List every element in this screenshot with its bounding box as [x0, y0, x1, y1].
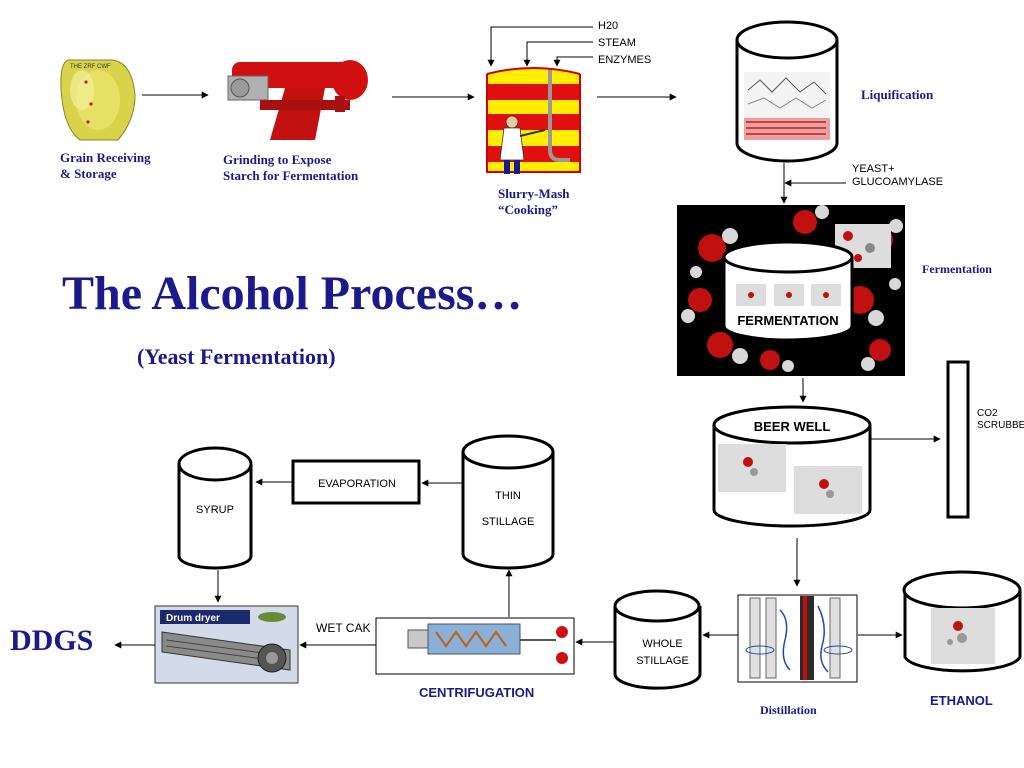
ethanol-label: ETHANOL: [930, 693, 993, 708]
arrow-enzymes-input: [553, 56, 593, 67]
fermentation-label: Fermentation: [922, 262, 992, 276]
arrow-h20-input: [487, 26, 593, 67]
evaporation-label: EVAPORATION: [318, 478, 396, 490]
steam-label: STEAM: [598, 37, 636, 49]
arrow-steam-input: [523, 41, 593, 67]
grinder-machine-image: [227, 60, 368, 140]
thin-stillage-label: THIN STILLAGE: [481, 490, 535, 528]
drum-dryer-image: Drum dryer: [154, 605, 299, 684]
wet-cake-label: WET CAK: [316, 621, 371, 635]
thin-stillage-tank: [461, 434, 555, 570]
evaporation-box: [291, 459, 421, 505]
grain-receiving-label: Grain Receiving & Storage: [60, 150, 151, 181]
co2-scrubber-label: CO2 SCRUBBE: [977, 408, 1024, 431]
grain-tag-text: THE ZRF CWF: [70, 64, 111, 70]
beer-well-label: BEER WELL: [753, 419, 831, 434]
grain-pile-image: THE ZRF CWF: [60, 59, 136, 141]
page-subtitle: (Yeast Fermentation): [137, 344, 336, 369]
whole-stillage-tank: [613, 589, 702, 690]
syrup-label: SYRUP: [196, 504, 234, 516]
beer-well-tank: [712, 405, 872, 528]
yeast-glucoamylase-label: YEAST+ GLUCOAMYLASE: [852, 163, 944, 188]
liquification-label: Liquification: [861, 87, 934, 102]
co2-scrubber-column: [946, 360, 970, 519]
slurry-mash-label: Slurry-Mash “Cooking”: [498, 186, 570, 217]
enzymes-label: ENZYMES: [598, 54, 652, 66]
cooking-vessel-image: [486, 67, 581, 174]
ddgs-label: DDGS: [10, 624, 94, 657]
distillation-image: [737, 594, 858, 683]
whole-stillage-label: WHOLE STILLAGE: [636, 638, 689, 667]
centrifugation-label: CENTRIFUGATION: [419, 685, 535, 700]
dryer-brand-text: Drum dryer: [166, 613, 220, 624]
fermentation-tank-label: FERMENTATION: [737, 313, 839, 328]
page-title: The Alcohol Process…: [62, 267, 523, 320]
ethanol-tank: [902, 570, 1022, 673]
fermentation-image: [677, 205, 905, 376]
h20-label: H20: [598, 20, 619, 32]
centrifuge-image: [375, 617, 575, 675]
grinding-label: Grinding to Expose Starch for Fermentati…: [223, 152, 359, 183]
syrup-tank: [177, 446, 253, 570]
distillation-label: Distillation: [760, 703, 817, 717]
liquification-tank: [735, 20, 839, 163]
